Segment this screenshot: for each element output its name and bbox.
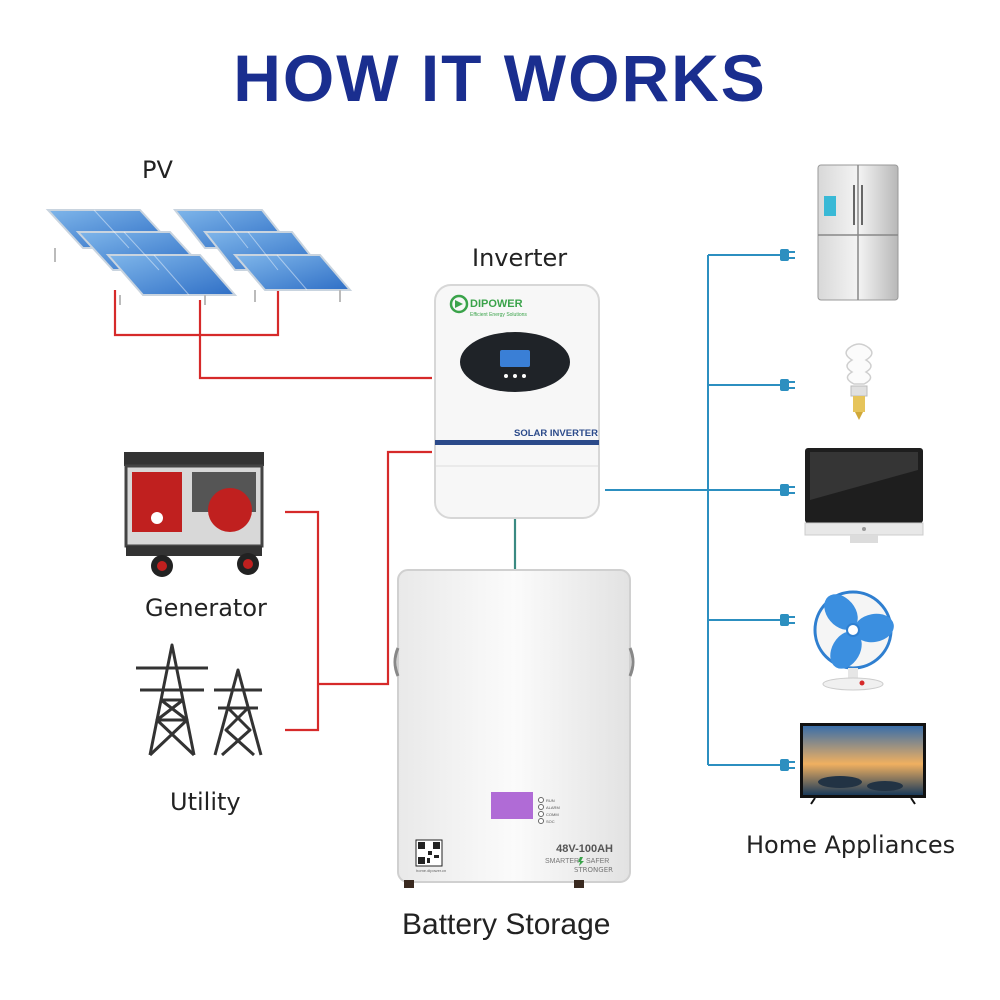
inverter-subtitle: Efficient Energy Solutions xyxy=(470,312,527,318)
battery-slogan-stronger: STRONGER xyxy=(574,866,613,874)
battery-device: RUN ALARM COMM SOC home.dipower.cn 48V-1… xyxy=(393,569,635,888)
battery-display xyxy=(491,792,533,819)
inverter-to-appliances-line xyxy=(605,254,780,766)
page-title: HOW IT WORKS xyxy=(233,41,767,115)
battery-model: 48V-100AH xyxy=(556,843,613,855)
pv-to-inverter-line xyxy=(113,290,432,380)
lightning-icon xyxy=(578,857,584,866)
dipower-logo-icon xyxy=(449,294,469,314)
led-label-alarm: ALARM xyxy=(546,805,560,810)
fan-icon xyxy=(813,590,894,691)
generator-utility-to-inverter-line xyxy=(285,450,432,732)
generator-icon xyxy=(124,452,264,577)
led-label-soc: SOC xyxy=(546,819,555,824)
inverter-device: DIPOWER Efficient Energy Solutions SOLAR… xyxy=(434,284,600,519)
battery-qr-caption: home.dipower.cn xyxy=(416,868,446,873)
label-generator: Generator xyxy=(145,594,267,622)
inverter-brand: DIPOWER xyxy=(470,298,523,310)
label-inverter: Inverter xyxy=(472,244,568,272)
label-pv: PV xyxy=(142,156,173,184)
refrigerator-icon xyxy=(817,164,899,301)
plug-icon xyxy=(780,249,795,771)
led-label-comm: COMM xyxy=(546,812,559,817)
label-utility: Utility xyxy=(170,788,241,816)
battery-slogan-smarter: SMARTER xyxy=(545,858,579,865)
qr-code-icon xyxy=(415,839,443,867)
utility-tower-icon xyxy=(136,643,263,757)
inverter-model: SOLAR INVERTER xyxy=(514,428,598,439)
led-label-run: RUN xyxy=(546,798,555,803)
label-home-appliances: Home Appliances xyxy=(746,831,956,859)
solar-panel-icon xyxy=(45,209,353,305)
battery-slogan-safer: SAFER xyxy=(586,858,609,865)
label-battery-storage: Battery Storage xyxy=(402,908,611,941)
bulb-icon xyxy=(845,343,873,420)
inverter-display xyxy=(500,350,530,367)
tv-icon xyxy=(800,723,926,805)
monitor-icon xyxy=(804,448,924,543)
